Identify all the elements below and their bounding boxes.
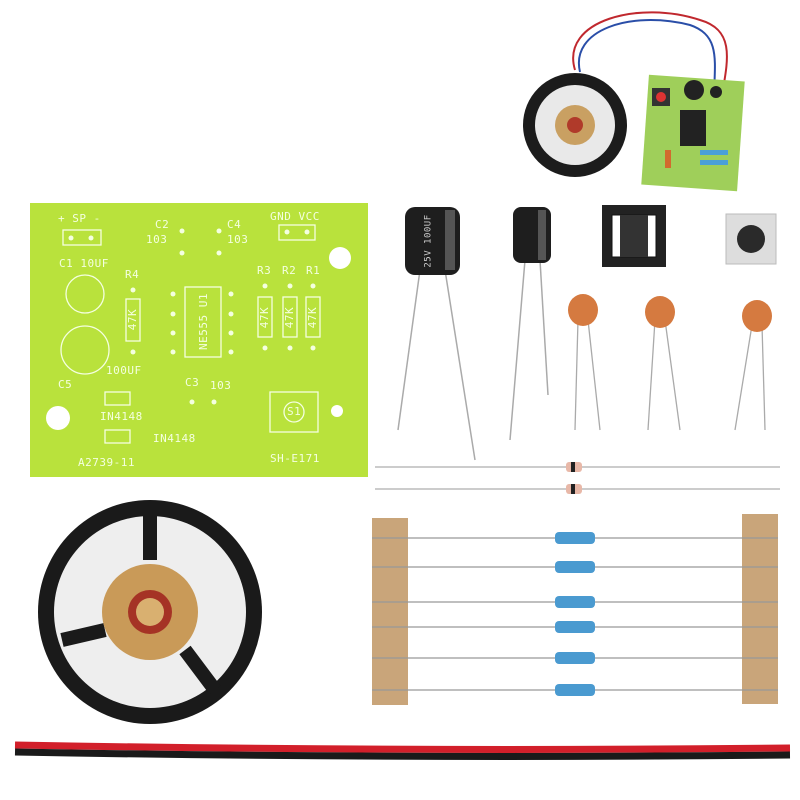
r1-label: R1 (306, 264, 321, 277)
c2-label: C2 (155, 218, 170, 231)
c1-label: C1 10UF (59, 257, 109, 270)
ceramic-capacitors (568, 294, 772, 431)
red-black-wire (14, 741, 791, 760)
r3-label: R3 (257, 264, 272, 277)
r4-value: 47K (126, 308, 140, 331)
model-label: SH-E171 (270, 452, 320, 465)
pcb-board (30, 203, 368, 477)
r2-label: R2 (282, 264, 297, 277)
c2-value: 103 (146, 233, 168, 246)
r1-value: 47K (306, 306, 320, 329)
ic-socket (602, 205, 666, 267)
board-id: A2739-11 (78, 456, 135, 469)
c3-value: 103 (210, 379, 232, 392)
assembled-module (523, 11, 745, 192)
resistor-strip (372, 514, 778, 705)
c5-label: C5 (58, 378, 73, 391)
r3-value: 47K (258, 306, 272, 329)
switch-label: S1 (287, 405, 302, 418)
speaker (38, 500, 262, 724)
electrolytic-capacitor-large (397, 207, 476, 461)
tactile-switch (725, 213, 777, 265)
c4-label: C4 (227, 218, 242, 231)
ic-label: NE555 U1 (196, 293, 210, 350)
d1-label: IN4148 (100, 410, 143, 423)
r4-label: R4 (125, 268, 140, 281)
electrolytic-capacitor-small (509, 207, 551, 441)
sp-label: + SP - (58, 212, 101, 225)
c5-value: 100UF (106, 364, 142, 377)
c3-label: C3 (185, 376, 200, 389)
capacitor-rating: 25V 100UF (423, 214, 434, 268)
r2-value: 47K (283, 306, 297, 329)
diodes (375, 462, 780, 494)
d2-label: IN4148 (153, 432, 196, 445)
gnd-vcc-label: GND VCC (270, 210, 320, 223)
c4-value: 103 (227, 233, 249, 246)
